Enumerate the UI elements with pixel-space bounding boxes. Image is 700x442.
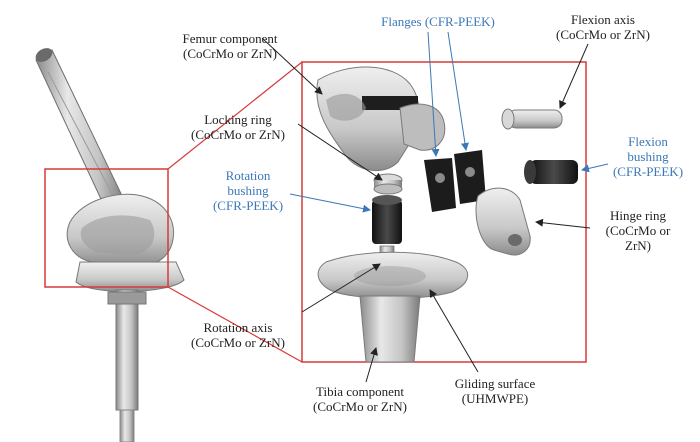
flanges-arrow-left — [427, 31, 440, 157]
flexion-axis-arrow — [559, 43, 589, 109]
locking-ring-label: Locking ring(CoCrMo or ZrN) — [191, 112, 285, 142]
femur-arrow — [261, 37, 323, 95]
exploded-view-frame — [301, 61, 587, 363]
gliding-surface-shape — [317, 251, 468, 300]
hinge-ring-arrow — [535, 218, 591, 229]
tibia-component-shape — [359, 295, 421, 363]
femur-component-label: Femur component(CoCrMo or ZrN) — [182, 31, 278, 61]
gliding-arrow — [429, 289, 479, 373]
locking-ring-arrow — [297, 123, 383, 181]
hinge-ring-shape — [475, 187, 531, 256]
leader-lines — [261, 31, 609, 383]
rotation-axis-label: Rotation axis(CoCrMo or ZrN) — [191, 320, 285, 350]
tibial-stem — [115, 289, 139, 411]
flexion-bushing-shape — [524, 160, 578, 184]
flanges-arrow-right — [447, 31, 469, 151]
assembled-implant — [35, 48, 185, 442]
flexion-axis-label: Flexion axis(CoCrMo or ZrN) — [556, 12, 650, 42]
flexion-bushing-arrow — [581, 163, 609, 173]
exploded-components — [316, 66, 578, 363]
flange-left-shape — [424, 158, 456, 212]
gliding-surface-label: Gliding surface(UHMWPE) — [454, 376, 536, 406]
rotation-bushing-arrow — [289, 193, 371, 213]
flanges-label: Flanges (CFR-PEEK) — [381, 14, 495, 29]
rotation-axis-arrow — [301, 263, 381, 313]
assembled-highlight-frame — [44, 168, 169, 288]
frame-connector-top — [167, 61, 303, 170]
tibia-arrow — [365, 347, 378, 383]
flexion-axis-shape — [501, 108, 563, 130]
tibia-component-label: Tibia component(CoCrMo or ZrN) — [313, 384, 407, 414]
frame-connector-bottom — [167, 286, 303, 363]
rotation-bushing-shape — [372, 200, 402, 244]
